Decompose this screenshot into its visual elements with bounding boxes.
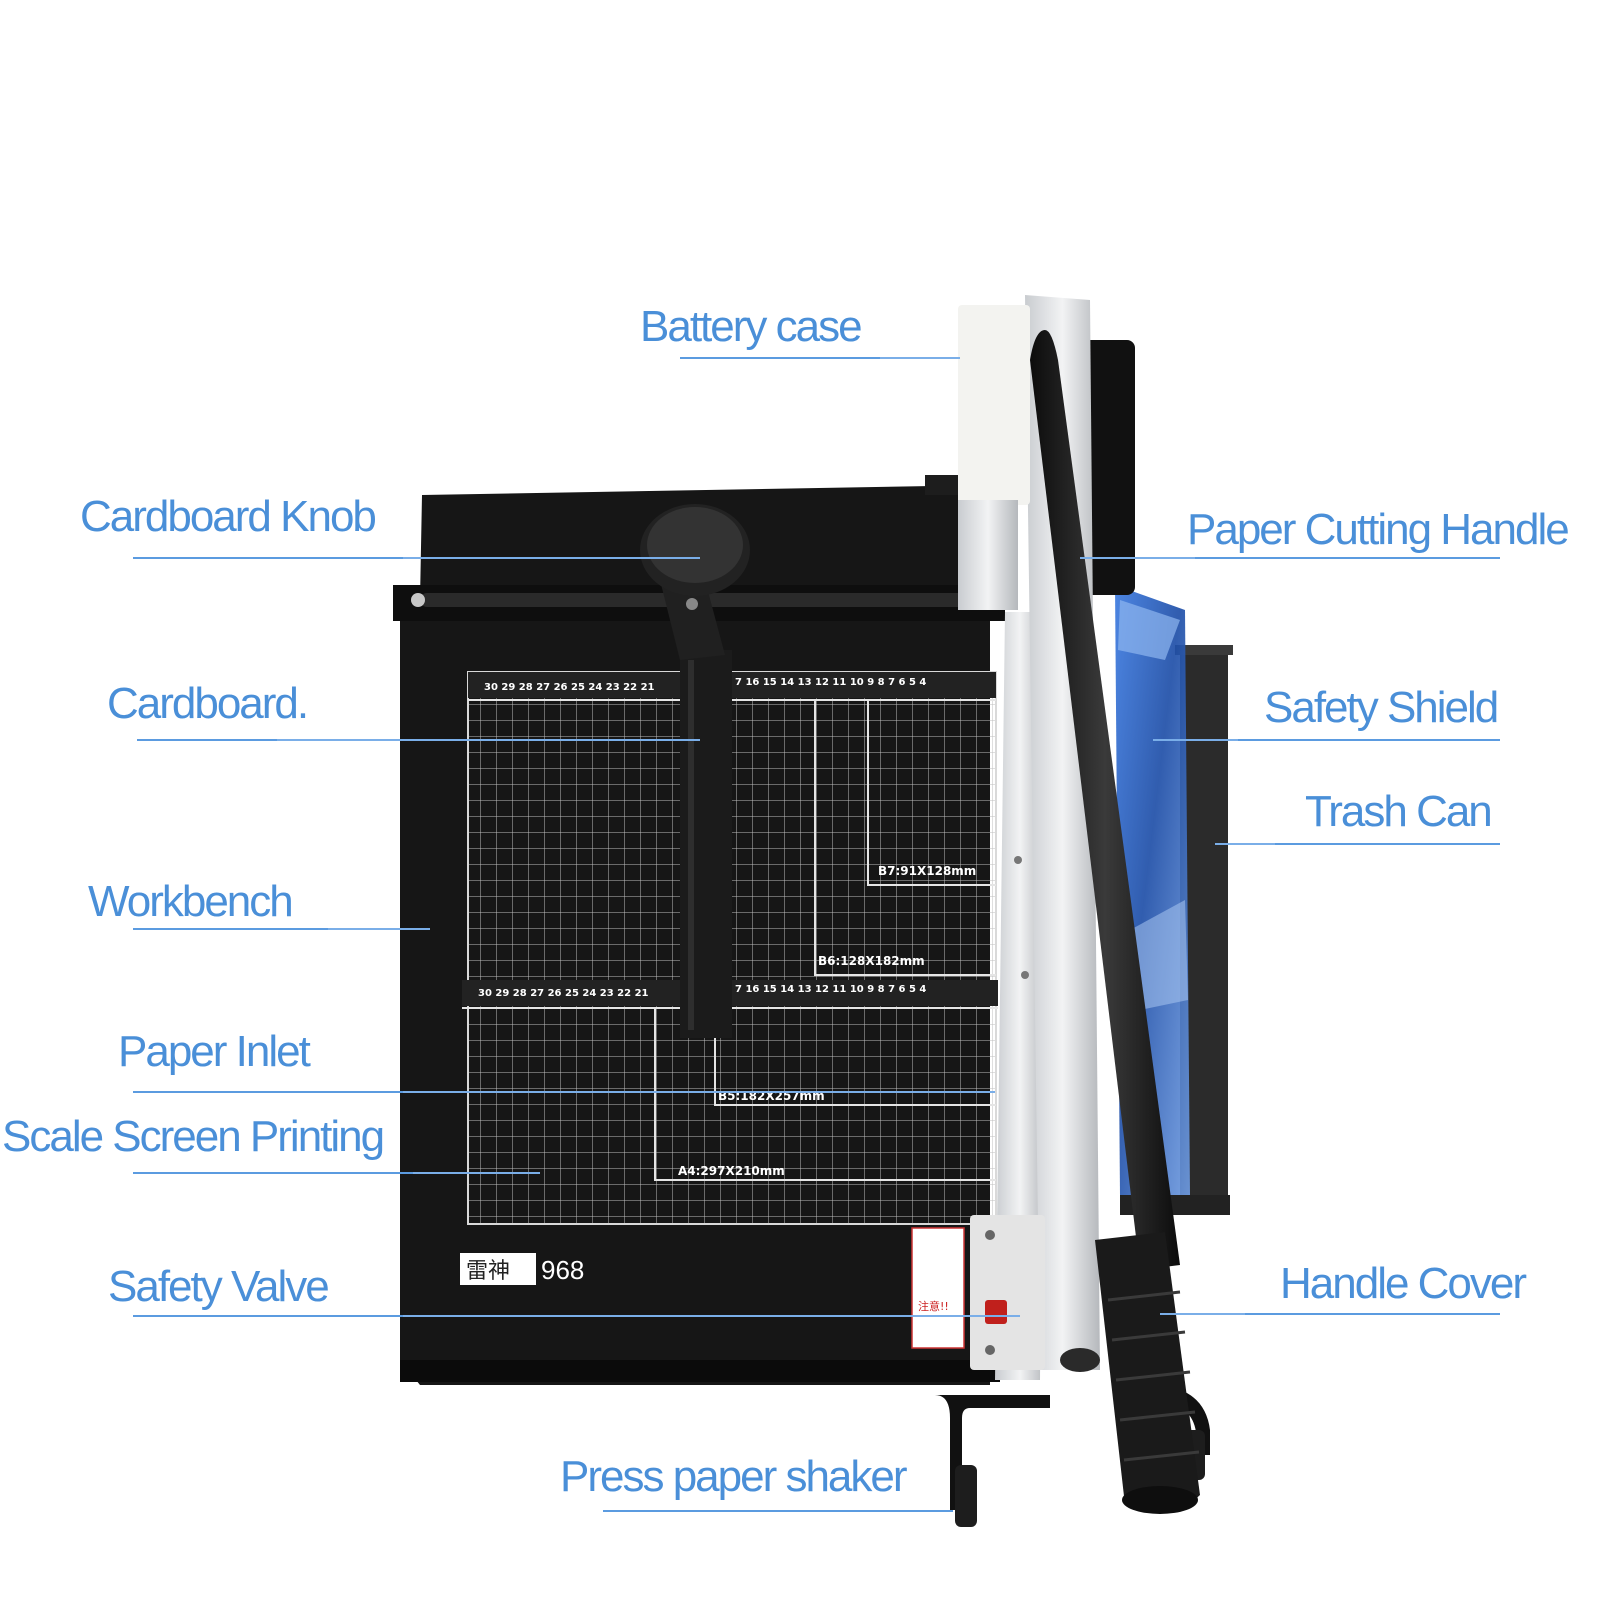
label-scale-screen-printing: Scale Screen Printing [2,1112,385,1161]
label-paper-inlet: Paper Inlet [118,1027,311,1076]
underline-battery-case [680,357,880,359]
leader-paper-inlet [403,1091,995,1093]
brand-plate [460,1253,536,1285]
label-battery-case: Battery case [640,302,863,351]
safety-valve [985,1300,1007,1324]
ruler-mid-left: 30 29 28 27 26 25 24 23 22 21 [478,988,649,999]
size-b7: B7:91X128mm [878,864,976,878]
label-workbench: Workbench [88,877,294,926]
leader-safety-shield [1153,739,1238,741]
underline-safety-shield [1238,739,1500,741]
underline-paper-inlet [133,1091,403,1093]
ruler-top-left: 30 29 28 27 26 25 24 23 22 21 [484,682,655,693]
model-number: 968 [541,1255,584,1285]
leader-safety-valve [403,1315,1020,1317]
paper-cutting-handle [1030,330,1200,1514]
underline-trash-can [1275,843,1500,845]
label-cardboard: Cardboard. [107,679,309,728]
underline-cardboard-knob [133,557,403,559]
label-safety-valve: Safety Valve [108,1262,330,1311]
warning-text: 注意!! [918,1299,949,1313]
blade-frame [958,295,1100,1380]
leader-handle-cover [1160,1313,1245,1315]
leader-workbench [328,928,430,930]
handle-cover [1095,1232,1200,1511]
underline-safety-valve [133,1315,403,1317]
leader-trash-can [1215,843,1275,845]
leader-scale-screen-printing [413,1172,540,1174]
size-b5: B5:182X257mm [718,1089,825,1103]
underline-scale-screen-printing [133,1172,413,1174]
underline-press-paper-shaker [603,1510,953,1512]
ruler-top-right: 7 16 15 14 13 12 11 10 9 8 7 6 5 4 [735,677,926,688]
size-a4: A4:297X210mm [678,1164,785,1178]
cardboard-knob [640,504,750,1038]
label-paper-cutting-handle: Paper Cutting Handle [1187,505,1570,554]
ruler-mid-right: 7 16 15 14 13 12 11 10 9 8 7 6 5 4 [735,984,926,995]
underline-cardboard [137,739,277,741]
label-trash-can: Trash Can [1305,787,1493,836]
size-b6: B6:128X182mm [818,954,925,968]
label-press-paper-shaker: Press paper shaker [560,1452,908,1501]
leader-cardboard-knob [403,557,700,559]
leader-cardboard [277,739,700,741]
brand-name: 雷神 [466,1259,510,1284]
underline-workbench [133,928,328,930]
label-cardboard-knob: Cardboard Knob [80,492,377,541]
warning-sticker [911,1227,965,1349]
label-safety-shield: Safety Shield [1264,683,1499,732]
underline-paper-cutting-handle [1195,557,1500,559]
leader-battery-case [880,357,960,359]
leader-paper-cutting-handle [1080,557,1195,559]
underline-handle-cover [1245,1313,1500,1315]
label-handle-cover: Handle Cover [1280,1259,1527,1308]
